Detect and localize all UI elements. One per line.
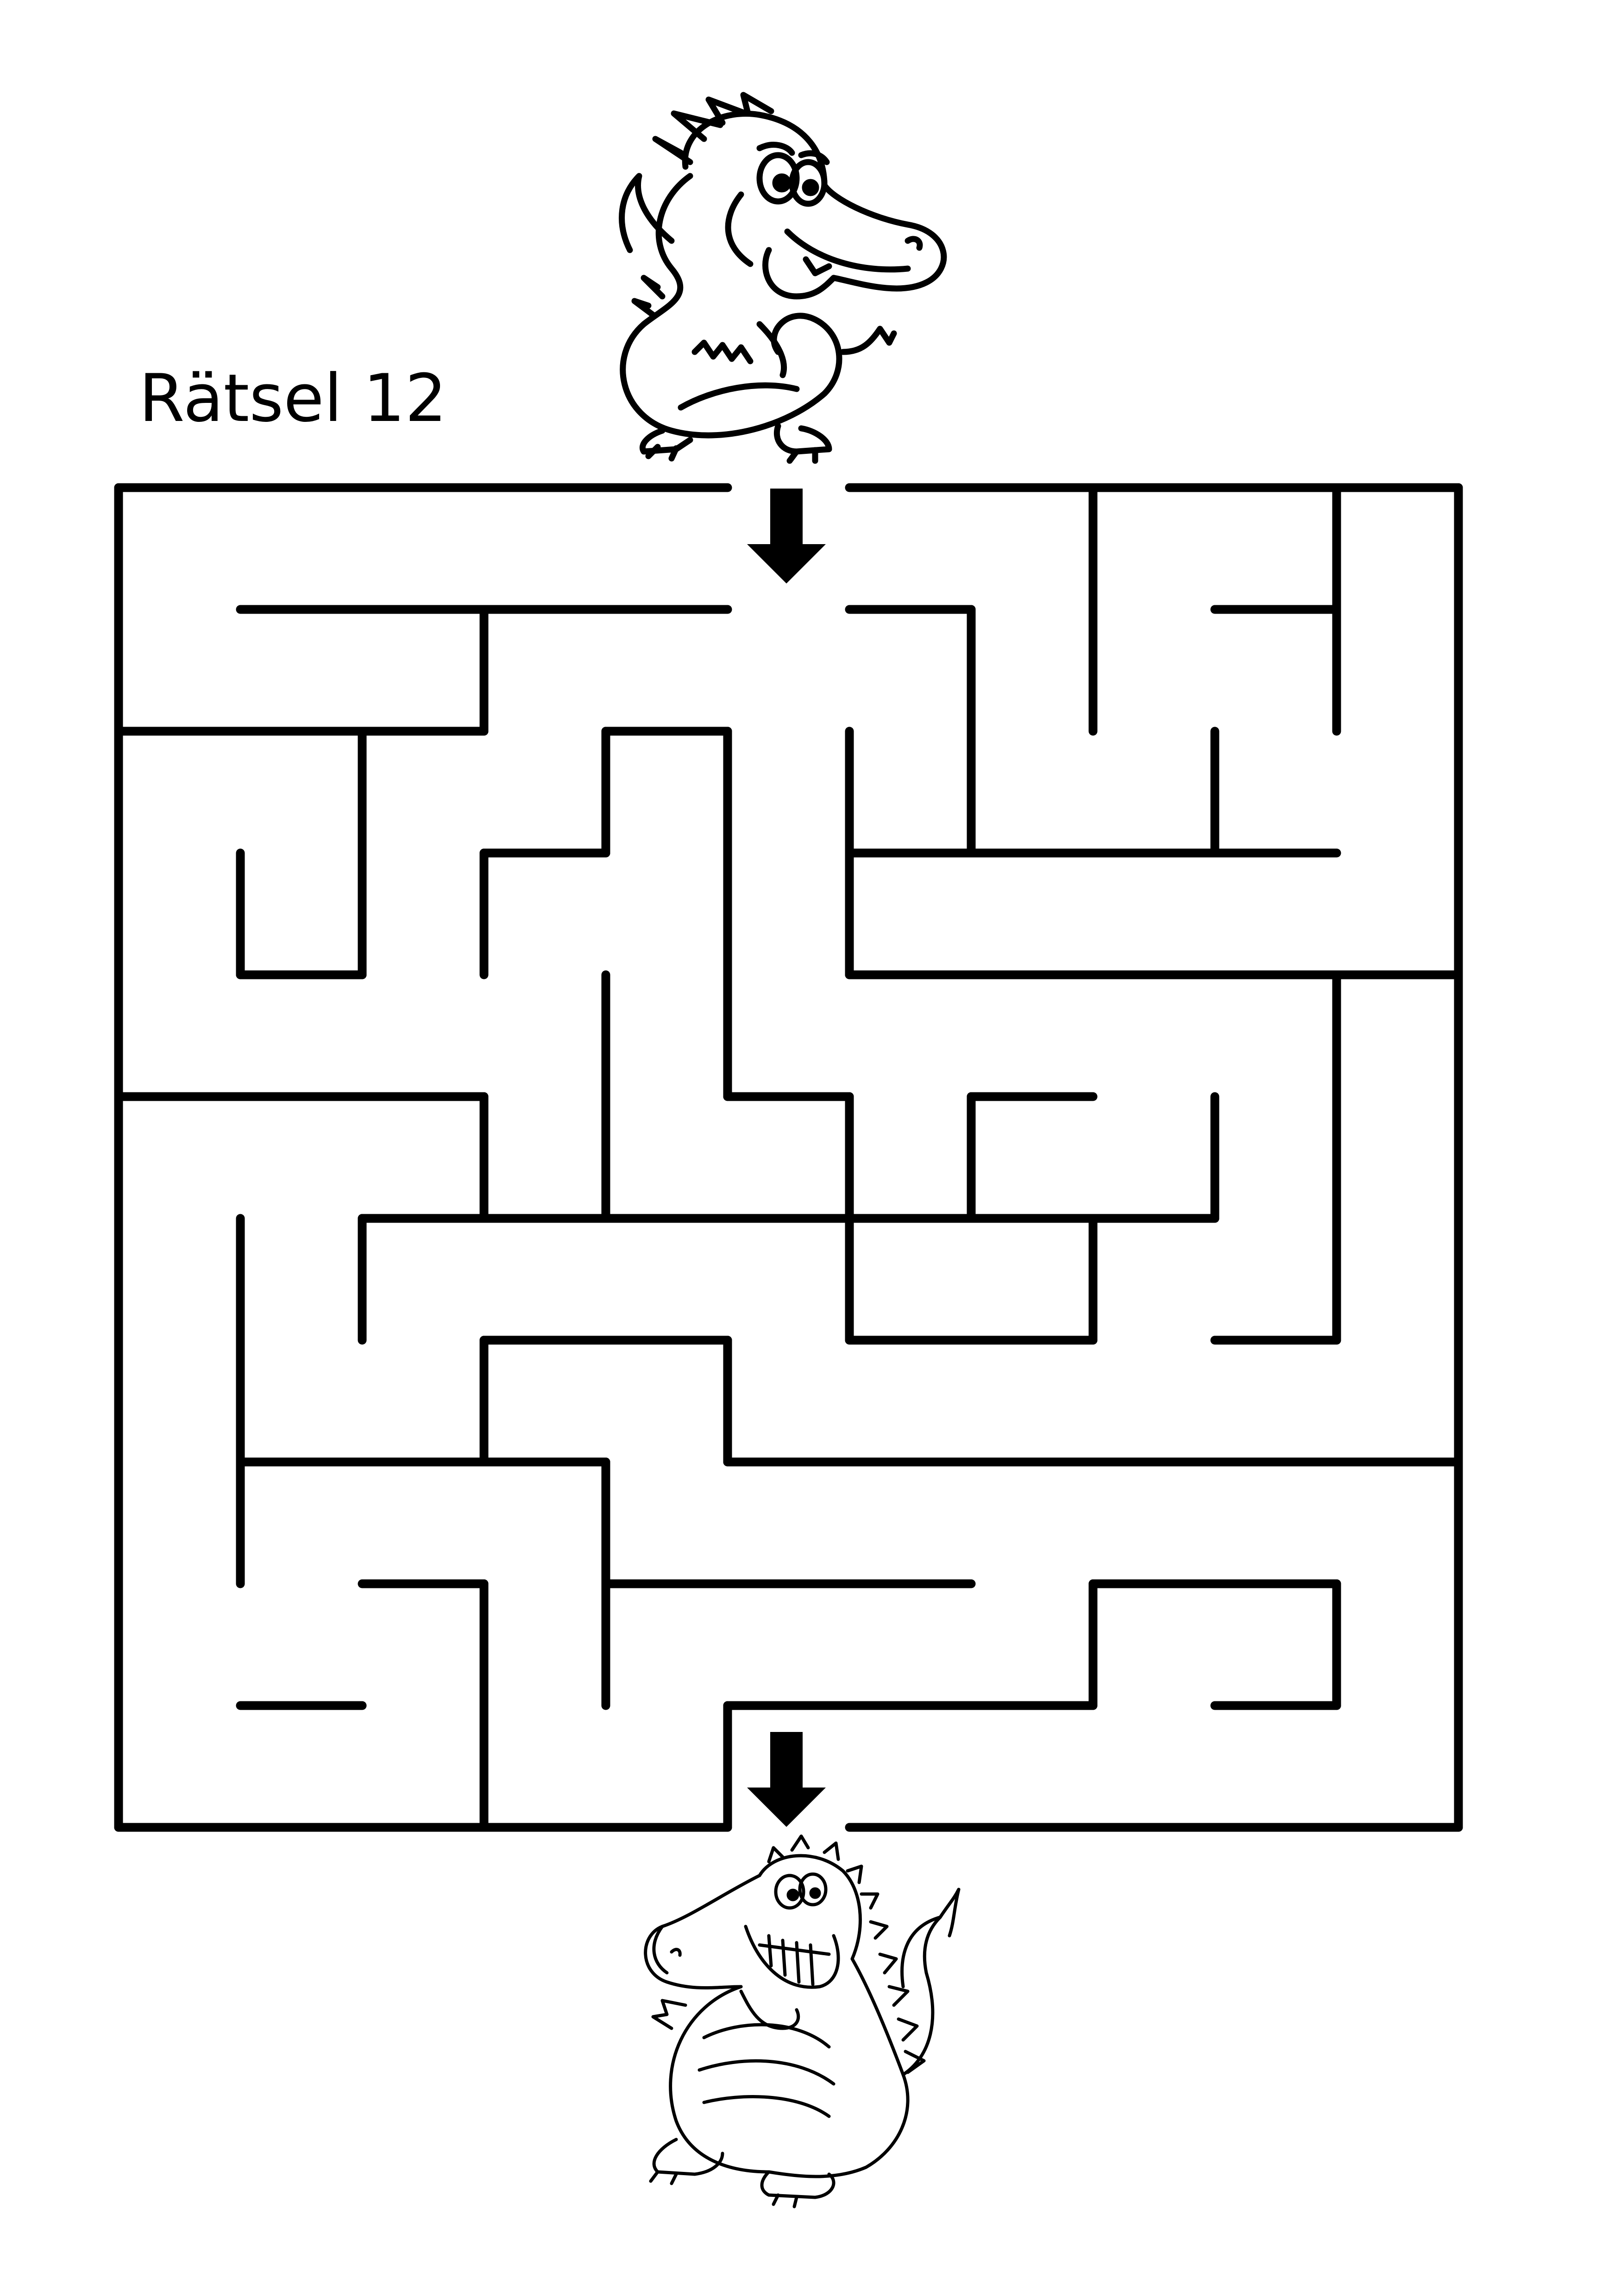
down-arrow-icon xyxy=(747,1732,826,1827)
goal-dragon-illustration xyxy=(644,1834,961,2208)
puzzle-title: Rätsel 12 xyxy=(139,360,447,437)
down-arrow-icon xyxy=(747,489,826,583)
start-arrow xyxy=(747,489,826,583)
start-dragon-illustration xyxy=(619,92,947,464)
maze-walls xyxy=(114,483,1463,1832)
goal-arrow xyxy=(747,1732,826,1827)
